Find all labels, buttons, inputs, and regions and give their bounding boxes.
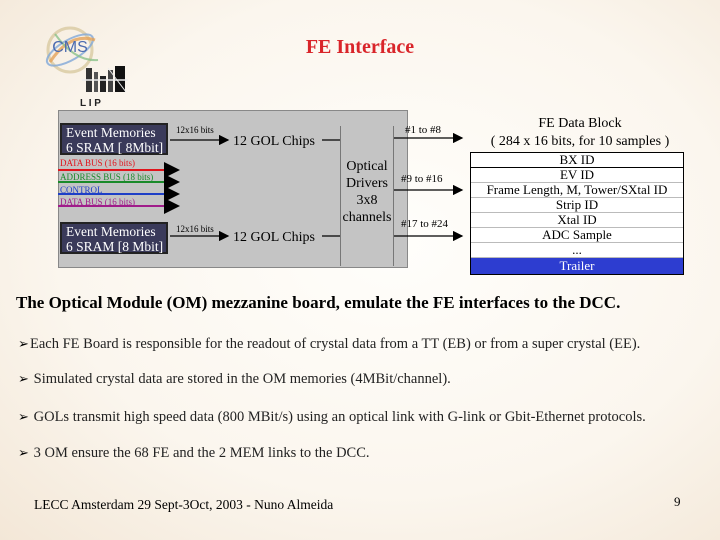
arrow-bullet-icon: ➢ (18, 371, 29, 386)
bullet-text: Each FE Board is responsible for the rea… (30, 336, 641, 352)
page-number: 9 (674, 494, 681, 509)
arrow-bullet-icon: ➢ (18, 409, 29, 424)
gol-chips-top: 12 GOL Chips (233, 134, 315, 149)
data-block-row: EV ID (471, 168, 683, 183)
data-block-row: BX ID (471, 153, 683, 168)
optical-line1: Optical (346, 159, 388, 174)
channel-label-1: #1 to #8 (405, 124, 442, 136)
bus-label-data-2: DATA BUS (16 bits) (60, 197, 136, 207)
bus-label-address: ADDRESS BUS (18 bits) (60, 172, 154, 182)
cms-logo: CMS (45, 26, 99, 74)
event-memory-bottom: Event Memories 6 SRAM [8 Mbit] (60, 222, 168, 254)
footer-text: LECC Amsterdam 29 Sept-3Oct, 2003 - Nuno… (34, 497, 334, 512)
data-block-title: FE Data Block ( 284 x 16 bits, for 10 sa… (470, 115, 690, 151)
gol-chips-bottom: 12 GOL Chips (233, 230, 315, 245)
optical-line2: Drivers (346, 176, 388, 191)
bullet-item: ➢ Simulated crystal data are stored in t… (18, 371, 718, 388)
data-block-row: ... (471, 243, 683, 258)
event-memory-bottom-line2: 6 SRAM [8 Mbit] (66, 239, 164, 254)
bullet-item: ➢ 3 OM ensure the 68 FE and the 2 MEM li… (18, 445, 718, 462)
bus-label-data-1: DATA BUS (16 bits) (60, 158, 136, 168)
channel-label-2: #9 to #16 (401, 173, 443, 185)
data-block-row-trailer: Trailer (471, 258, 683, 274)
event-memory-top: Event Memories 6 SRAM [ 8Mbit] (60, 123, 168, 155)
data-block-row: Frame Length, M, Tower/SXtal ID (471, 183, 683, 198)
optical-drivers-label: Optical Drivers 3x8 channels (341, 158, 393, 226)
data-block-row: Strip ID (471, 198, 683, 213)
data-block-row: Xtal ID (471, 213, 683, 228)
channel-label-3: #17 to #24 (401, 218, 449, 230)
data-block-title-line1: FE Data Block (538, 116, 622, 131)
data-block-table: BX ID EV ID Frame Length, M, Tower/SXtal… (470, 152, 684, 275)
bits-label-top: 12x16 bits (176, 125, 214, 135)
bullet-text: 3 OM ensure the 68 FE and the 2 MEM link… (33, 445, 370, 461)
arrow-bullet-icon: ➢ (18, 336, 29, 351)
event-memory-top-line2: 6 SRAM [ 8Mbit] (66, 140, 164, 155)
bullet-text: Simulated crystal data are stored in the… (33, 371, 451, 387)
optical-drivers-box: Optical Drivers 3x8 channels (340, 126, 394, 266)
optical-line4: channels (342, 210, 392, 225)
bus-label-control: CONTROL (60, 185, 103, 195)
svg-text:CMS: CMS (52, 39, 88, 56)
event-memory-top-line1: Event Memories (66, 125, 156, 140)
data-block-title-line2: ( 284 x 16 bits, for 10 samples ) (490, 134, 670, 149)
bullet-text: GOLs transmit high speed data (800 MBit/… (33, 409, 646, 425)
slide-title: FE Interface (305, 36, 415, 58)
bullet-item: ➢Each FE Board is responsible for the re… (18, 336, 718, 353)
event-memory-bottom-line1: Event Memories (66, 224, 156, 239)
arrow-bullet-icon: ➢ (18, 445, 29, 460)
lip-logo: L I P (80, 66, 128, 108)
optical-line3: 3x8 (356, 193, 378, 208)
bullet-item: ➢ GOLs transmit high speed data (800 MBi… (18, 409, 718, 426)
bits-label-bottom: 12x16 bits (176, 224, 214, 234)
headline: The Optical Module (OM) mezzanine board,… (16, 293, 621, 312)
data-block-row: ADC Sample (471, 228, 683, 243)
svg-text:L I P: L I P (80, 98, 101, 108)
